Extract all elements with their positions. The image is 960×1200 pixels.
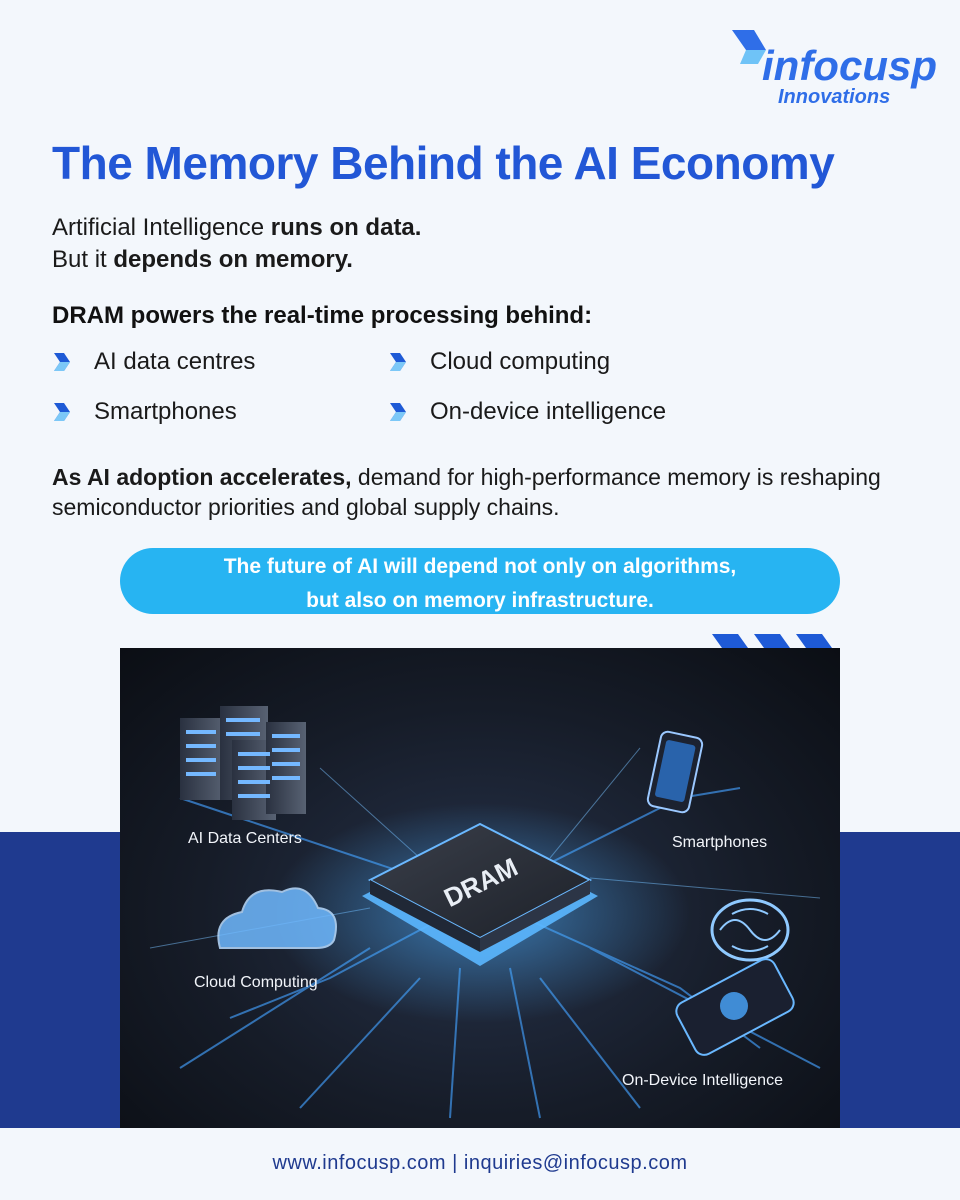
- label-on-device-intelligence: On-Device Intelligence: [622, 1072, 783, 1089]
- intro-text: Artificial Intelligence runs on data. Bu…: [52, 212, 421, 276]
- intro-line1: Artificial Intelligence: [52, 214, 271, 241]
- footer: www.infocusp.com | inquiries@infocusp.co…: [0, 1128, 960, 1200]
- callout-pill: The future of AI will depend not only on…: [120, 548, 840, 614]
- adoption-paragraph: As AI adoption accelerates, demand for h…: [52, 462, 912, 522]
- adoption-bold: As AI adoption accelerates,: [52, 464, 352, 490]
- hero-illustration: DRAM: [149, 706, 821, 1119]
- label-cloud-computing: Cloud Computing: [194, 974, 318, 991]
- intro-line1-bold: runs on data.: [270, 214, 422, 241]
- footer-contact: www.infocusp.com | inquiries@infocusp.co…: [272, 1152, 688, 1174]
- label-ai-data-centers: AI Data Centers: [188, 830, 302, 847]
- brand-name: infocusp: [762, 42, 937, 89]
- bullet-label: On-device intelligence: [430, 398, 667, 425]
- infocusp-logo-icon: [732, 30, 766, 64]
- bullet-label: Cloud computing: [430, 348, 611, 375]
- intro-line2: But it: [52, 246, 114, 273]
- bullet-label: AI data centres: [94, 348, 256, 375]
- chevron-bullet-icon: [54, 403, 70, 421]
- page-title: The Memory Behind the AI Economy: [52, 137, 835, 189]
- bullet-item: On-device intelligence: [390, 398, 666, 426]
- bullet-label: Smartphones: [94, 398, 237, 425]
- server-rack-icon: [180, 706, 306, 820]
- dram-hero-image: DRAM: [120, 648, 840, 1128]
- smartphone-icon: [646, 730, 704, 814]
- adoption-rest: demand for high-performance memory is re…: [52, 464, 881, 520]
- brand-logo: infocusp Innovations: [732, 26, 942, 116]
- cloud-icon: [217, 887, 337, 949]
- bullet-item: AI data centres: [54, 348, 255, 376]
- device-phone-icon: [675, 958, 795, 1056]
- bullet-item: Smartphones: [54, 398, 237, 426]
- powers-heading: DRAM powers the real-time processing beh…: [52, 302, 593, 329]
- chevron-bullet-icon: [54, 353, 70, 371]
- brand-tagline: Innovations: [778, 86, 891, 108]
- callout-line2: but also on memory infrastructure.: [306, 589, 654, 612]
- chevron-bullet-icon: [390, 403, 406, 421]
- callout-line1: The future of AI will depend not only on…: [223, 555, 737, 578]
- chevron-bullet-icon: [390, 353, 406, 371]
- brain-icon: [710, 898, 790, 962]
- intro-line2-bold: depends on memory.: [113, 246, 353, 273]
- label-smartphones: Smartphones: [672, 834, 768, 851]
- bullet-item: Cloud computing: [390, 348, 610, 376]
